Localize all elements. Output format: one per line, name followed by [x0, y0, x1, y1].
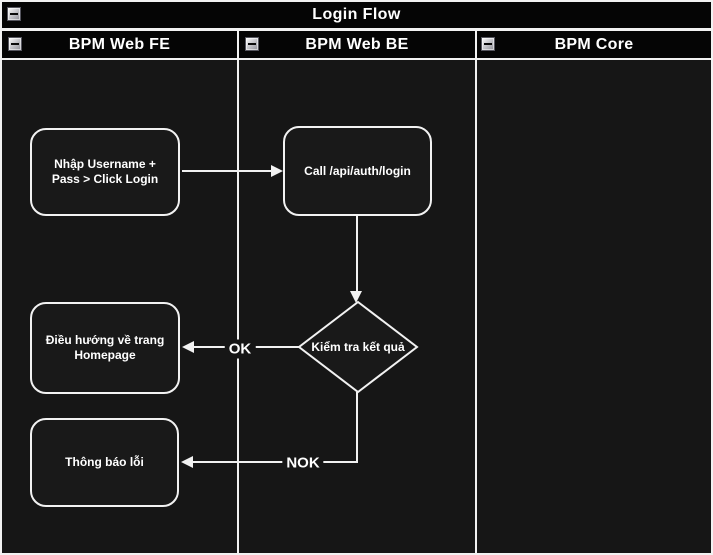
lane-divider: [237, 28, 239, 555]
lane-collapse-button-fe[interactable]: [8, 37, 22, 51]
node-label: Call /api/auth/login: [304, 163, 411, 178]
arrowhead-icon: [350, 291, 362, 303]
lane-header-bpm-web-be[interactable]: BPM Web BE: [305, 35, 409, 53]
pool-border-top: [0, 0, 713, 2]
node-check-result-label[interactable]: Kiểm tra kết quả: [311, 340, 405, 354]
title-separator-line: [0, 28, 713, 31]
arrowhead-icon: [271, 165, 283, 177]
node-error-message[interactable]: Thông báo lỗi: [30, 418, 179, 507]
pool-title: Login Flow: [312, 6, 401, 23]
decision-diamond-shape[interactable]: [297, 300, 419, 394]
edge-nok-to-error[interactable]: [193, 461, 358, 463]
node-call-login-api[interactable]: Call /api/auth/login: [283, 126, 432, 216]
edge-label-ok[interactable]: OK: [224, 339, 256, 359]
edge-nok-vertical[interactable]: [356, 392, 358, 463]
lane-header-row: [0, 31, 713, 58]
edge-api-to-check[interactable]: [356, 216, 358, 292]
minus-icon: [10, 13, 18, 15]
arrowhead-icon: [182, 341, 194, 353]
edge-label-nok[interactable]: NOK: [282, 453, 324, 473]
pool-border-left: [0, 0, 2, 555]
node-label: Thông báo lỗi: [65, 455, 144, 469]
lane-collapse-button-core[interactable]: [481, 37, 495, 51]
node-enter-credentials[interactable]: Nhập Username + Pass > Click Login: [30, 128, 180, 216]
pool-border-right: [711, 0, 713, 555]
minus-icon: [484, 43, 492, 45]
lane-header-underline: [0, 58, 713, 60]
edge-credentials-to-api[interactable]: [182, 170, 273, 172]
lane-header-bpm-core[interactable]: BPM Core: [554, 35, 634, 53]
node-label: Nhập Username + Pass > Click Login: [51, 157, 159, 186]
arrowhead-icon: [181, 456, 193, 468]
minus-icon: [248, 43, 256, 45]
node-check-result-diamond[interactable]: [296, 300, 420, 394]
pool-title-bar[interactable]: [0, 0, 713, 28]
node-navigate-homepage[interactable]: Điều hướng về trang Homepage: [30, 302, 180, 394]
minus-icon: [11, 43, 19, 45]
lane-header-bpm-web-fe[interactable]: BPM Web FE: [68, 35, 171, 53]
pool-border-bottom: [0, 553, 713, 555]
lane-collapse-button-be[interactable]: [245, 37, 259, 51]
lane-divider: [475, 28, 477, 555]
node-label: Điều hướng về trang Homepage: [45, 333, 165, 362]
pool-collapse-button[interactable]: [7, 7, 21, 21]
